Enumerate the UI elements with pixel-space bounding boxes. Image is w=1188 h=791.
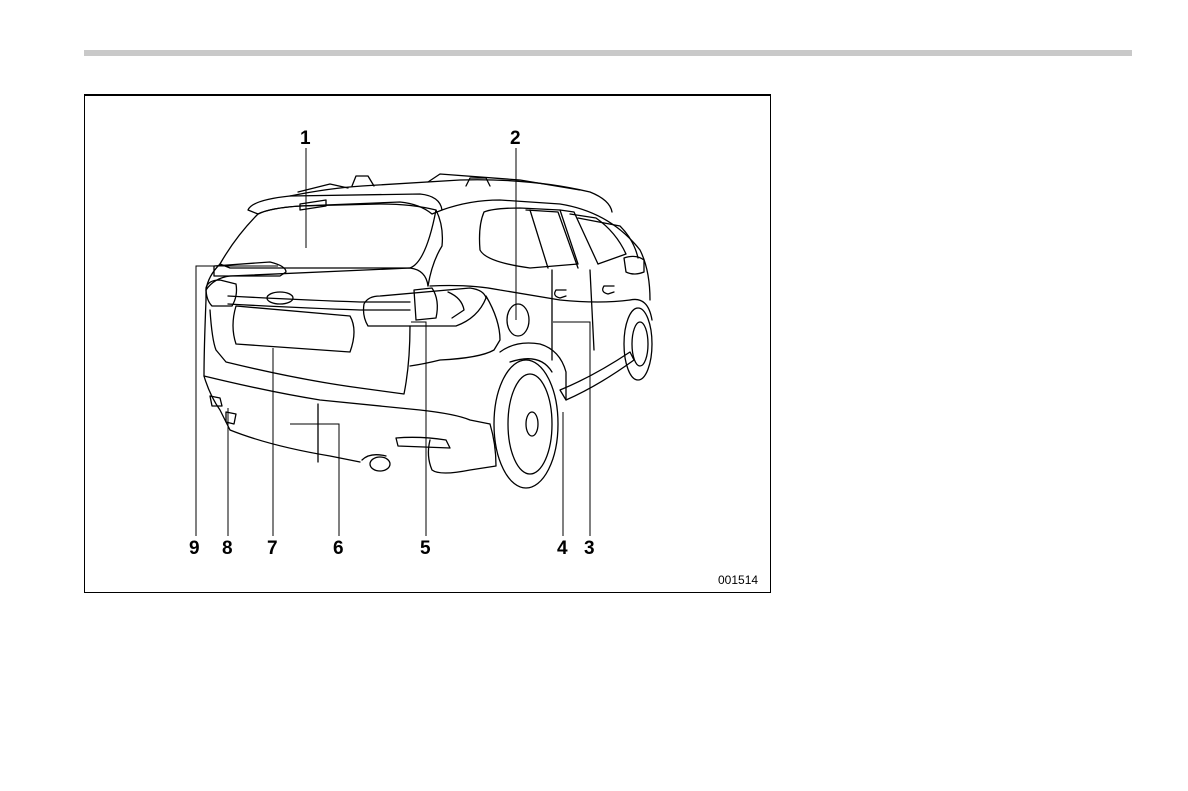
vehicle-drawing (204, 174, 652, 488)
figure-id: 001514 (718, 573, 758, 587)
callout-9: 9 (189, 538, 200, 559)
callout-8: 8 (222, 538, 233, 559)
callout-7: 7 (267, 538, 278, 559)
leader-lines (196, 148, 590, 536)
callout-6: 6 (333, 538, 344, 559)
callout-4: 4 (557, 538, 568, 559)
callout-2: 2 (510, 128, 521, 149)
callout-1: 1 (300, 128, 311, 149)
callout-5: 5 (420, 538, 431, 559)
callout-3: 3 (584, 538, 595, 559)
